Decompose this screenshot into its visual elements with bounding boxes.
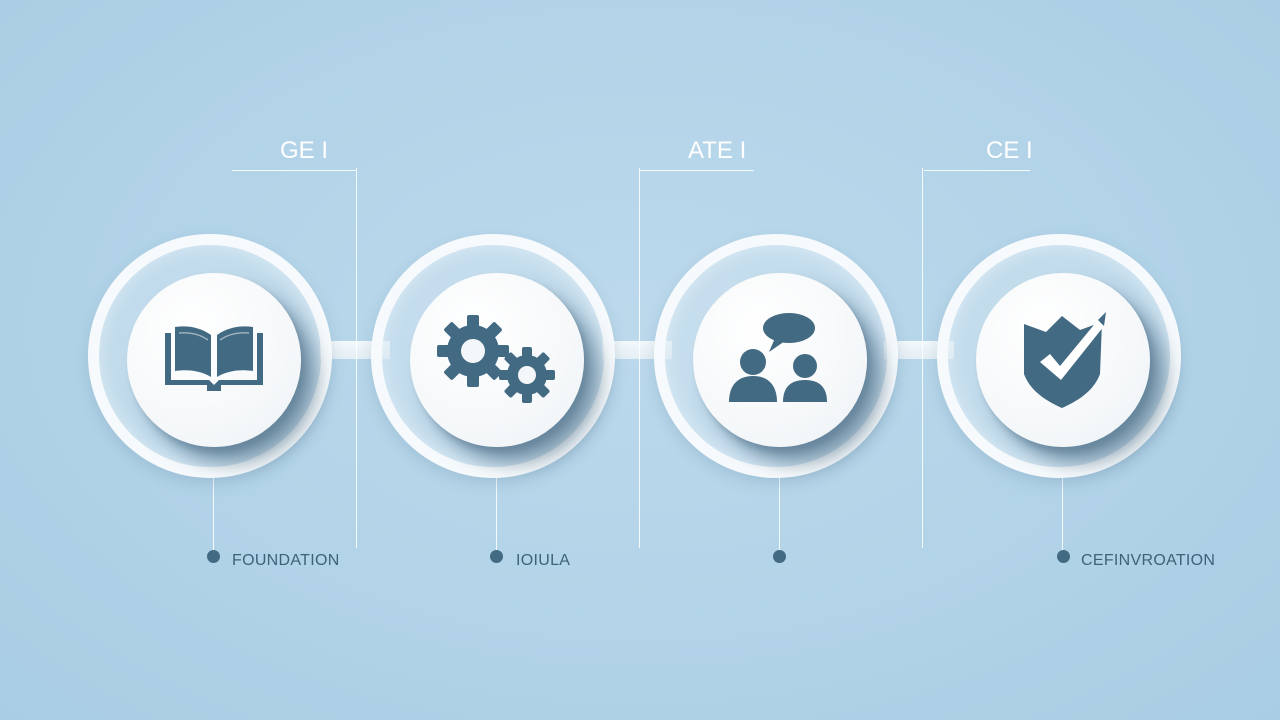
step-dot-3 bbox=[773, 550, 786, 563]
header-label-3-big: CE I bbox=[986, 137, 1033, 164]
step-4-line-4 bbox=[1080, 648, 1220, 658]
shield-check-icon bbox=[1024, 312, 1106, 408]
step-title-2: IOIULA bbox=[516, 552, 571, 569]
header-label-3: CE I bbox=[924, 136, 1034, 171]
step-2-line-3 bbox=[514, 628, 654, 638]
step-title-4: CEFINVROATION bbox=[1081, 552, 1216, 569]
step-description-2 bbox=[514, 588, 654, 688]
step-4-line-2 bbox=[1080, 608, 1220, 618]
step-2-line-2 bbox=[514, 608, 654, 618]
guide-line-4-lower bbox=[1062, 470, 1064, 552]
step-3-line-4 bbox=[796, 648, 936, 658]
step-description-3 bbox=[796, 588, 936, 688]
gears-icon bbox=[437, 315, 555, 403]
connector-3-4 bbox=[884, 341, 954, 359]
step-3-line-1 bbox=[796, 588, 936, 598]
header-label-1-big: GE I bbox=[280, 137, 329, 164]
header-label-2-big: ATE I bbox=[688, 137, 747, 164]
guide-line-1-lower bbox=[213, 470, 215, 552]
step-1-line-1 bbox=[232, 588, 372, 598]
step-dot-2 bbox=[490, 550, 503, 563]
step-1-line-3 bbox=[232, 628, 372, 638]
people-chat-icon bbox=[729, 313, 827, 402]
step-2-line-1 bbox=[514, 588, 654, 598]
step-3-line-3 bbox=[796, 628, 936, 638]
step-2-line-4 bbox=[514, 648, 654, 658]
guide-line-1-upper bbox=[356, 168, 358, 548]
step-description-1 bbox=[232, 588, 372, 688]
step-1-line-5 bbox=[232, 668, 372, 678]
guide-line-2-upper bbox=[639, 168, 641, 548]
step-4-line-5 bbox=[1080, 668, 1220, 678]
step-title-1: FOUNDATION bbox=[232, 552, 340, 569]
step-disc-2 bbox=[410, 273, 584, 447]
step-1-line-4 bbox=[232, 648, 372, 658]
open-book-icon bbox=[165, 326, 263, 391]
step-description-4 bbox=[1080, 588, 1220, 688]
header-label-2: ATE I bbox=[640, 136, 758, 171]
guide-line-3-upper bbox=[922, 168, 924, 548]
step-2-line-5 bbox=[514, 668, 654, 678]
step-disc-4 bbox=[976, 273, 1150, 447]
guide-line-3-lower bbox=[779, 470, 781, 552]
step-disc-3 bbox=[693, 273, 867, 447]
step-1-line-2 bbox=[232, 608, 372, 618]
header-label-1: GE I bbox=[232, 136, 358, 171]
guide-line-2-lower bbox=[496, 470, 498, 552]
step-4-line-1 bbox=[1080, 588, 1220, 598]
step-4-line-3 bbox=[1080, 628, 1220, 638]
step-dot-1 bbox=[207, 550, 220, 563]
step-dot-4 bbox=[1057, 550, 1070, 563]
step-3-line-5 bbox=[796, 668, 936, 678]
step-disc-1 bbox=[127, 273, 301, 447]
step-3-line-2 bbox=[796, 608, 936, 618]
